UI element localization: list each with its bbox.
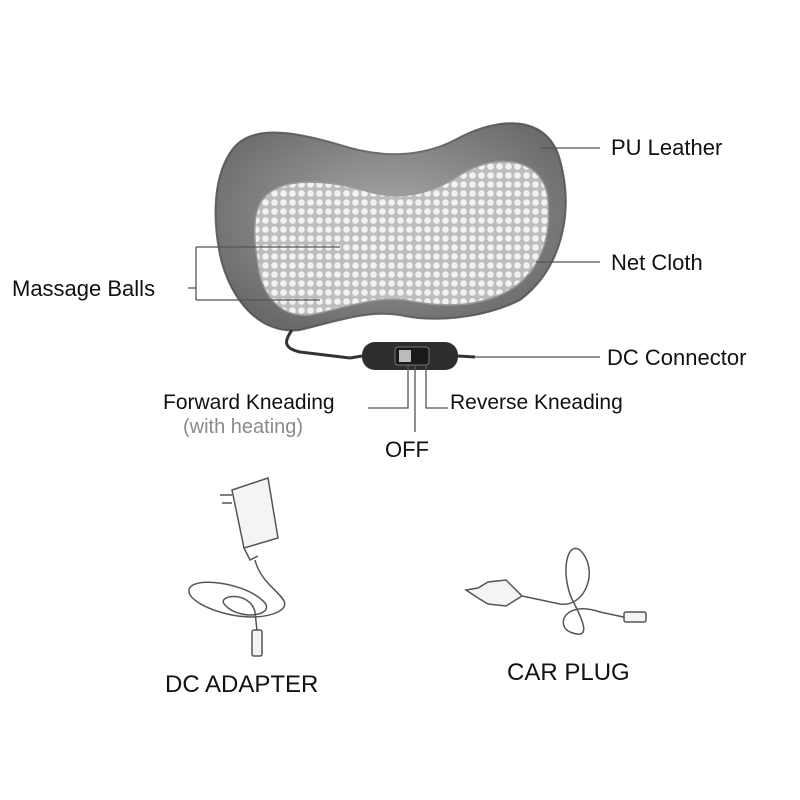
label-pu-leather: PU Leather — [611, 137, 722, 159]
label-net-cloth: Net Cloth — [611, 252, 703, 274]
label-car-plug: CAR PLUG — [507, 661, 630, 685]
label-dc-adapter: DC ADAPTER — [165, 673, 318, 697]
car-plug-illustration — [466, 548, 646, 634]
label-dc-connector: DC Connector — [607, 347, 746, 369]
label-reverse-kneading: Reverse Kneading — [450, 392, 623, 413]
label-massage-balls: Massage Balls — [12, 278, 155, 300]
power-cable — [287, 330, 350, 358]
label-with-heating: (with heating) — [183, 417, 303, 437]
dc-adapter-illustration — [189, 478, 285, 656]
label-off: OFF — [385, 439, 429, 461]
label-forward-kneading: Forward Kneading — [163, 392, 335, 413]
